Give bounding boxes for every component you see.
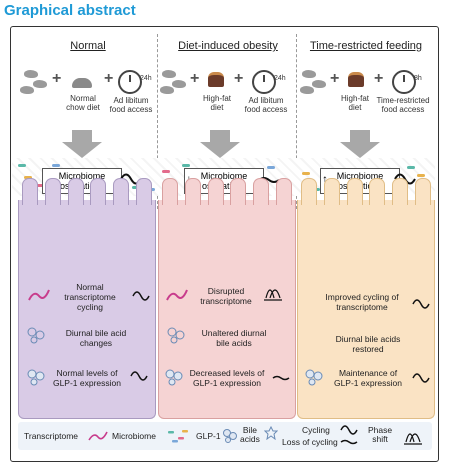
cell-normal xyxy=(18,178,156,419)
cycling-wave-icon xyxy=(340,425,358,435)
column-heading-dio: Diet-induced obesity xyxy=(178,40,278,52)
clock-icon xyxy=(392,70,416,94)
loss-of-cycling-icon xyxy=(272,375,290,381)
bile-acid-text: Diurnal bile acids restored xyxy=(335,334,401,354)
cycling-wave-icon xyxy=(132,291,150,301)
clock-icon xyxy=(252,70,276,94)
column-divider xyxy=(157,34,158,209)
plus-icon: + xyxy=(330,70,340,87)
villi xyxy=(298,178,434,205)
column-divider xyxy=(296,34,297,209)
bile-acid-text: Unaltered diurnal bile acids xyxy=(201,328,267,348)
villi xyxy=(19,178,155,205)
column-heading-trf: Time-restricted feeding xyxy=(309,40,423,52)
cycling-wave-icon xyxy=(412,373,430,383)
transcriptome-text: Improved cycling of transcriptome xyxy=(325,292,399,312)
transcriptome-icon xyxy=(166,289,188,301)
down-arrow-icon xyxy=(340,130,380,158)
cell-trf xyxy=(297,178,435,419)
burger-icon xyxy=(208,72,224,87)
plus-icon: + xyxy=(234,70,244,87)
microbiome-icon xyxy=(168,430,188,443)
diet-label: Normal chow diet xyxy=(66,94,100,112)
down-arrow-icon xyxy=(200,130,240,158)
feeding-label: Time-restricted food access xyxy=(376,96,430,114)
glp1-text: Normal levels of GLP-1 expression xyxy=(52,368,122,388)
clock-icon xyxy=(118,70,142,94)
glp1-icon xyxy=(305,369,323,386)
transcriptome-icon xyxy=(28,289,50,301)
cycling-wave-icon xyxy=(412,299,430,309)
transcriptome-text: Disrupted transcriptome xyxy=(200,286,252,306)
diet-label: High-fat diet xyxy=(340,94,369,112)
bile-acid-icon xyxy=(264,426,278,440)
plus-icon: + xyxy=(52,70,62,87)
cycling-wave-icon xyxy=(130,371,148,381)
chow-diet-icon xyxy=(72,78,92,88)
glp1-icon xyxy=(27,369,45,386)
legend-cycling: Cycling xyxy=(302,425,330,435)
legend: Transcriptome Microbiome GLP-1 Bile acid… xyxy=(18,422,432,450)
villi xyxy=(159,178,295,205)
plus-icon: + xyxy=(190,70,200,87)
cell-dio xyxy=(158,178,296,419)
transcriptome-icon xyxy=(88,431,108,441)
legend-transcriptome: Transcriptome xyxy=(24,431,79,441)
bile-acid-icon xyxy=(167,327,185,344)
plus-icon: + xyxy=(104,70,114,87)
legend-loss-of-cycling: Loss of cycling xyxy=(282,437,338,447)
glp1-icon xyxy=(223,429,237,443)
clock-label: 24h xyxy=(274,75,286,82)
glp1-text: Maintenance of GLP-1 expression xyxy=(333,368,403,388)
legend-phase-shift: Phase shift xyxy=(368,425,393,444)
clock-label: 24h xyxy=(140,75,152,82)
glp1-icon xyxy=(165,369,183,386)
microbiome-label: Microbiome oscillations xyxy=(200,171,248,191)
loss-of-cycling-icon xyxy=(340,439,358,445)
feeding-label: Ad libitum food access xyxy=(109,96,153,114)
clock-label: 8h xyxy=(414,75,422,82)
transcriptome-text: Normal transcriptome cycling xyxy=(64,282,116,312)
legend-bile-acids: Bile acids xyxy=(240,425,260,444)
plus-icon: + xyxy=(374,70,384,87)
burger-icon xyxy=(348,72,364,87)
feeding-label: Ad libitum food access xyxy=(244,96,288,114)
phase-shift-icon xyxy=(264,289,282,301)
glp1-text: Decreased levels of GLP-1 expression xyxy=(189,368,265,388)
bile-acid-text: Diurnal bile acid changes xyxy=(65,328,127,348)
page-title: Graphical abstract xyxy=(4,2,136,19)
phase-shift-icon xyxy=(404,433,422,445)
diet-label: High-fat diet xyxy=(202,94,231,112)
legend-glp1: GLP-1 xyxy=(196,431,221,441)
bile-acid-icon xyxy=(27,327,45,344)
up-indicator-icon: ↑ xyxy=(322,172,328,186)
column-heading-normal: Normal xyxy=(70,40,106,52)
legend-microbiome: Microbiome xyxy=(112,431,156,441)
down-arrow-icon xyxy=(62,130,102,158)
